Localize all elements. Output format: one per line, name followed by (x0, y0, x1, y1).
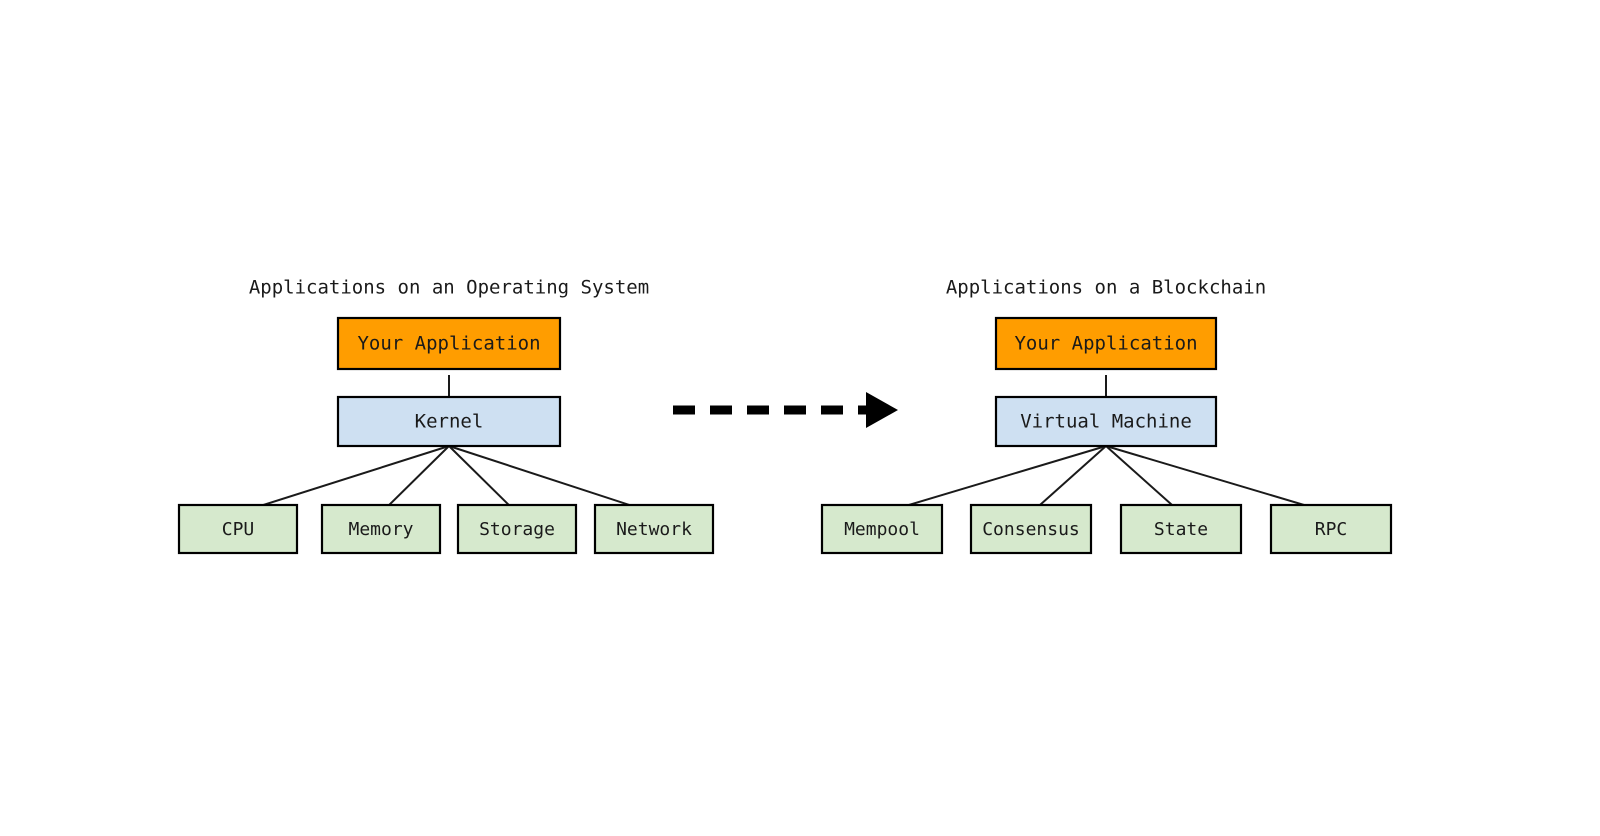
edge-left-platform-to-memory (380, 445, 450, 514)
node-right-resource-state-box[interactable] (1119, 503, 1243, 555)
node-left-platform-box[interactable] (336, 395, 562, 448)
edge-left-platform-to-storage (448, 445, 518, 514)
node-right-platform-label: Virtual Machine (1020, 411, 1192, 433)
left-panel-group: Applications on an Operating System Your… (177, 277, 715, 555)
node-left-resource-network-box[interactable] (593, 503, 715, 555)
edge-right-platform-to-consensus (1030, 445, 1107, 514)
right-panel-group: Applications on a Blockchain Your Applic… (820, 277, 1393, 555)
node-left-resource-storage-label: Storage (479, 519, 555, 540)
edge-right-platform-to-rpc (1105, 445, 1332, 514)
node-left-application-box[interactable] (336, 316, 562, 371)
node-right-resource-state-label: State (1154, 519, 1208, 540)
node-left-resource-storage[interactable]: Storage (456, 503, 578, 555)
node-right-resource-consensus-label: Consensus (982, 519, 1080, 540)
node-right-resource-mempool-box[interactable] (820, 503, 944, 555)
node-right-resource-consensus[interactable]: Consensus (969, 503, 1093, 555)
node-right-resource-rpc[interactable]: RPC (1269, 503, 1393, 555)
left-panel-title: Applications on an Operating System (249, 277, 649, 299)
edge-right-platform-to-mempool (881, 445, 1107, 514)
node-right-application-box[interactable] (994, 316, 1218, 371)
node-left-platform-label: Kernel (415, 411, 484, 433)
node-right-resource-rpc-label: RPC (1315, 519, 1348, 540)
node-right-application-label: Your Application (1014, 333, 1197, 355)
node-left-resource-network[interactable]: Network (593, 503, 715, 555)
node-right-resource-state[interactable]: State (1119, 503, 1243, 555)
node-right-platform-box[interactable] (994, 395, 1218, 448)
node-left-resource-memory-label: Memory (348, 519, 413, 540)
node-right-resource-rpc-box[interactable] (1269, 503, 1393, 555)
node-left-resource-storage-box[interactable] (456, 503, 578, 555)
node-right-application[interactable]: Your Application (994, 316, 1218, 371)
node-left-resource-cpu-box[interactable] (177, 503, 299, 555)
edge-left-platform-to-cpu (237, 445, 450, 514)
edge-left-platform-to-network (448, 445, 655, 514)
transition-arrow (673, 392, 898, 428)
transition-arrow-head-icon (866, 392, 898, 428)
node-left-resource-network-label: Network (616, 519, 692, 540)
node-right-resource-mempool-label: Mempool (844, 519, 920, 540)
node-left-resource-cpu-label: CPU (222, 519, 255, 540)
node-left-resource-memory-box[interactable] (320, 503, 442, 555)
node-right-resource-consensus-box[interactable] (969, 503, 1093, 555)
edge-right-platform-to-state (1105, 445, 1182, 514)
node-right-platform[interactable]: Virtual Machine (994, 395, 1218, 448)
right-panel-title: Applications on a Blockchain (946, 277, 1266, 299)
node-right-resource-mempool[interactable]: Mempool (820, 503, 944, 555)
node-left-resource-memory[interactable]: Memory (320, 503, 442, 555)
node-left-resource-cpu[interactable]: CPU (177, 503, 299, 555)
node-left-platform[interactable]: Kernel (336, 395, 562, 448)
node-left-application-label: Your Application (357, 333, 540, 355)
node-left-application[interactable]: Your Application (336, 316, 562, 371)
